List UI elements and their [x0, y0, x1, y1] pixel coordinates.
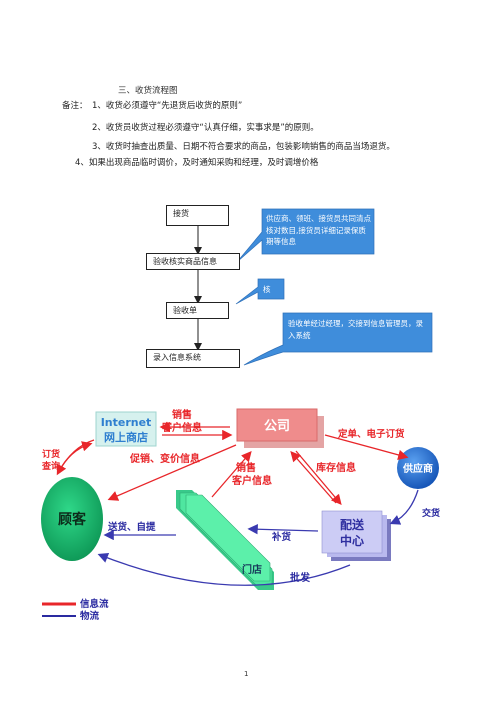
label-wholesale: 批发 — [290, 571, 311, 584]
company-label: 公司 — [264, 419, 290, 434]
node-store: 门店 — [176, 490, 274, 590]
edge-customer-online — [57, 441, 93, 474]
notes-prefix: 备注： — [62, 101, 88, 111]
label-order-ecommerce: 定单、电子订货 — [337, 428, 405, 440]
note-item-3: 3、收货时抽查出质量、日期不符合要求的商品，包装影响销售的商品当场退货。 — [92, 142, 395, 152]
edge-store-company — [211, 451, 252, 498]
online-store-cn: 网上商店 — [104, 430, 148, 444]
edge-company-customer — [107, 444, 237, 501]
edge-company-supplier — [324, 434, 409, 460]
callout-text-1: 供应商、领班、接货员共同清点核对数目,接货员详细记录保质期等信息 — [266, 214, 371, 246]
diagram-legend: 信息流 物流 — [42, 598, 109, 622]
label-inventory-info: 库存信息 — [316, 461, 356, 474]
note-item-2: 2、收货员收货过程必须遵守“认真仔细，实事求是”的原则。 — [92, 123, 319, 133]
legend-label-logistics: 物流 — [80, 610, 100, 622]
page-number: 1 — [244, 670, 249, 678]
flow-step-receive: 接货 — [166, 205, 229, 226]
node-company: 公司 — [236, 408, 324, 448]
label-delivery: 交货 — [422, 507, 440, 519]
flow-step-receipt: 验收单 — [166, 302, 229, 319]
flow-step-entry: 录入信息系统 — [146, 349, 240, 368]
note-item-1: 1、收货必须遵守“先退货后收货的原则” — [92, 101, 243, 111]
callout-shape-2 — [235, 278, 285, 305]
label-replenish: 补货 — [271, 531, 292, 543]
supplier-label: 供应商 — [402, 462, 433, 475]
legend-label-info: 信息流 — [80, 598, 109, 610]
label-order-query-2: 查询 — [41, 460, 60, 472]
callout-text-3: 验收单经过经理，交接到信息管理员，录入系统 — [288, 319, 423, 340]
note-item-4: 4、如果出现商品临时调价，及时通知采购和经理，及时调增价格 — [75, 158, 319, 168]
node-online-store: Internet 网上商店 — [95, 411, 157, 447]
edge-supplier-dc — [389, 489, 419, 525]
edge-dc-customer — [97, 553, 351, 586]
callout-shape-1 — [236, 208, 375, 263]
callout-text-2: 核 — [263, 285, 271, 294]
callout-shape-3 — [243, 312, 433, 366]
flowchart-connectors — [194, 208, 433, 366]
edge-dc-store — [247, 524, 319, 535]
node-distribution-center: 配送 中心 — [321, 510, 391, 561]
section-title: 三、收货流程图 — [118, 86, 178, 96]
label-sales-mid-2: 客户信息 — [231, 474, 272, 487]
supply-chain-diagram: Internet 网上商店 公司 供应商 顾客 门店 配送 中心 — [41, 408, 440, 622]
dc-label-line2: 中心 — [340, 533, 364, 548]
node-supplier: 供应商 — [397, 447, 439, 489]
customer-label: 顾客 — [58, 511, 87, 528]
flow-step-verify: 验收核实商品信息 — [146, 253, 240, 270]
label-deliver-pickup: 送货、自提 — [107, 521, 156, 533]
label-order-query-1: 订货 — [42, 448, 60, 460]
node-customer: 顾客 — [41, 477, 103, 561]
online-store-en: Internet — [101, 416, 152, 429]
edge-dc-company — [290, 451, 337, 504]
label-promo-price: 促销、变价信息 — [129, 452, 200, 465]
label-sales-top-2: 客户信息 — [161, 421, 202, 434]
edge-company-dc — [295, 450, 342, 505]
label-sales-top-1: 销售 — [172, 408, 192, 421]
label-sales-mid-1: 销售 — [236, 461, 256, 474]
store-label: 门店 — [242, 563, 262, 576]
dc-label-line1: 配送 — [340, 517, 365, 532]
